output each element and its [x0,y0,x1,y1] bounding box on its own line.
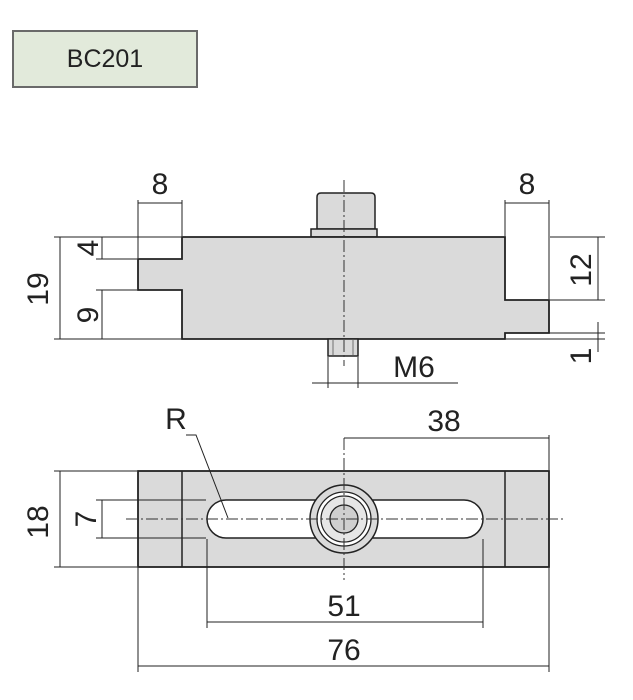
threaded-stud [327,338,359,357]
part-number-label: BC201 [12,30,198,88]
dim-right-bottom-step: 1 [565,348,598,365]
front-view: 8 8 19 4 9 12 1 M6 [22,168,605,388]
dim-left-bottom-step: 9 [72,307,105,324]
top-view: R 38 18 7 51 76 [22,403,566,672]
dim-center-to-end: 38 [427,405,460,438]
dim-overall-width: 18 [22,505,55,538]
dim-slot-length: 51 [327,590,360,623]
dim-overall-length: 76 [327,634,360,667]
dim-slot-width: 7 [70,511,103,528]
dim-left-top-step: 4 [72,240,105,257]
dim-radius: R [165,403,187,436]
dim-left-overall-height: 19 [22,272,55,305]
dim-right-slot-height: 12 [565,253,598,286]
dim-thread: M6 [393,351,435,384]
top-boss [316,192,376,230]
dim-top-left-width: 8 [152,168,169,201]
dim-top-right-width: 8 [519,168,536,201]
